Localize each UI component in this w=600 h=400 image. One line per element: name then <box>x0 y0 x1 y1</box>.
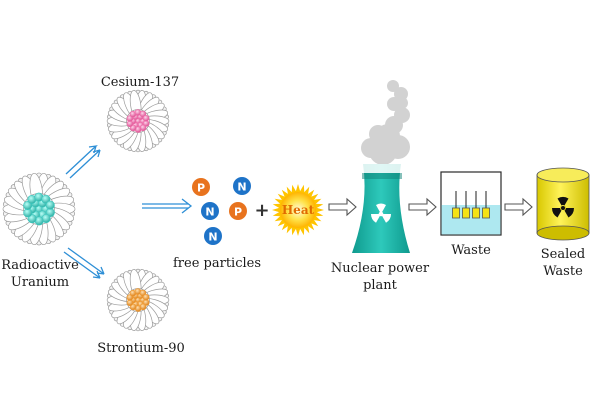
nuclear-plant-tower-icon <box>352 164 410 253</box>
strontium-atom <box>106 268 170 332</box>
svg-text:N: N <box>208 231 217 244</box>
cesium-atom <box>106 89 170 153</box>
arrow-to-waste <box>408 197 437 217</box>
arrow-to-plant <box>328 197 357 217</box>
radioactive-symbol-icon <box>552 197 574 218</box>
svg-text:P: P <box>197 182 205 195</box>
particle-n-4: N <box>204 227 222 245</box>
uranium-atom <box>2 172 76 246</box>
heat-sun-icon <box>272 184 324 236</box>
free-particles-label: free particles <box>172 256 262 271</box>
radiation-symbol-icon <box>370 203 392 223</box>
sealed-barrel-icon <box>536 167 590 241</box>
particle-n-1: N <box>233 177 251 195</box>
heat-label: Heat <box>282 203 315 217</box>
svg-text:N: N <box>237 181 246 194</box>
waste-label: Waste <box>451 243 491 258</box>
waste-tank-icon <box>440 171 502 236</box>
steam-cloud-icon <box>361 80 410 165</box>
uranium-label: Radioactive Uranium <box>1 258 79 290</box>
particle-p-1: P <box>192 178 210 196</box>
svg-text:N: N <box>205 206 214 219</box>
arrow-to-free-particles <box>142 198 193 214</box>
particle-p-2: P <box>229 202 247 220</box>
strontium-label: Strontium-90 <box>97 341 185 356</box>
svg-text:P: P <box>234 206 242 219</box>
cesium-label: Cesium-137 <box>100 75 180 90</box>
arrow-to-strontium <box>63 247 105 279</box>
sealed-waste-label: Sealed Waste <box>540 247 586 279</box>
arrow-to-cesium <box>65 145 101 179</box>
arrow-to-sealed-waste <box>504 197 533 217</box>
power-plant-label: Nuclear power plant <box>330 261 430 293</box>
particle-n-2: N <box>201 202 219 220</box>
plus-sign: + <box>254 200 269 221</box>
